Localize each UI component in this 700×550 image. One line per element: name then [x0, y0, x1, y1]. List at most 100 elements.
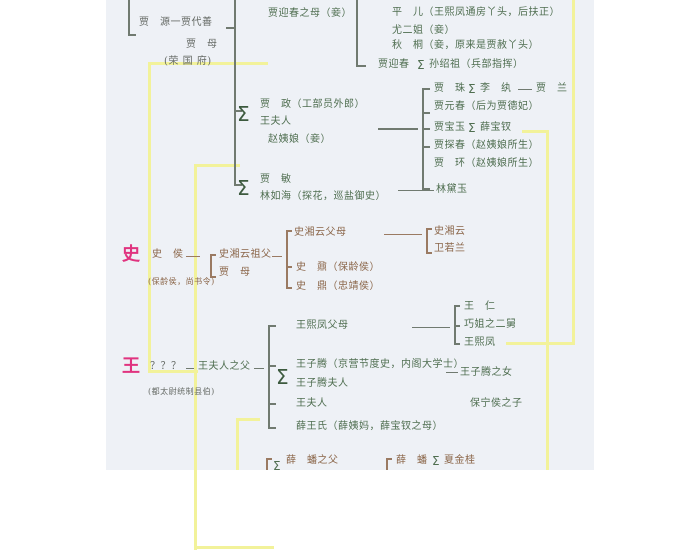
link-line-baochai-h	[522, 130, 549, 133]
tree-line	[268, 325, 276, 327]
tree-trunk	[234, 0, 236, 186]
tree-line	[454, 343, 460, 345]
marriage-icon: Σ	[417, 58, 425, 72]
tree-line	[454, 305, 460, 307]
wang-ziteng-node: 王子腾（京营节度史，内阁大学士）	[296, 359, 464, 370]
shi-hou-node: 史 侯	[152, 249, 184, 260]
tree-line	[412, 327, 450, 328]
tree-line	[186, 256, 200, 257]
link-line-xifeng	[572, 0, 575, 344]
tree-line	[446, 372, 458, 373]
tree-line	[266, 458, 268, 470]
baoning-son-node: 保宁侯之子	[470, 398, 523, 409]
link-line-jiamu-h	[148, 62, 268, 65]
wang-unknown-node: ？？？	[150, 361, 182, 372]
tree-line	[286, 287, 292, 289]
jia-huan-node: 贾 环（赵姨娘所生）	[434, 158, 539, 169]
link-line-baochai	[546, 130, 549, 470]
tree-line	[286, 230, 292, 232]
wang-ziteng-daughter-node: 王子腾之女	[460, 367, 513, 378]
link-line-xue	[236, 418, 239, 470]
tree-line	[286, 266, 292, 268]
tree-line	[234, 110, 242, 112]
family-label-shi: 史	[122, 244, 141, 265]
link-line-wangfuren	[194, 164, 197, 550]
li-wan-node: 李 纨	[480, 83, 512, 94]
shi-xiangyun-node: 史湘云	[434, 226, 466, 237]
lady-wang-wang-node: 王夫人	[296, 398, 328, 409]
tree-line	[422, 188, 430, 190]
link-line-xifeng-h	[506, 342, 575, 345]
tree-line	[422, 88, 430, 90]
tree-line	[128, 34, 136, 36]
xiangyun-parents-node: 史湘云父母	[294, 227, 347, 238]
tree-line	[268, 365, 276, 367]
tree-line	[422, 88, 424, 190]
concubine-zhao-node: 赵姨娘（妾）	[268, 134, 331, 145]
lady-wang-father-node: 王夫人之父	[198, 361, 251, 372]
marriage-icon: Σ	[276, 365, 289, 389]
tree-line	[234, 184, 242, 186]
family-tree-panel: 贾 源一贾代善 贾 母 (荣 国 府) 贾迎春之母（妾） 平 儿（王熙凤通房丫头…	[106, 0, 594, 550]
wei-ruolan-node: 卫若兰	[434, 243, 466, 254]
xue-pan-father-node: 薛 蟠之父	[286, 455, 339, 466]
xifeng-parents-node: 王熙凤父母	[296, 320, 349, 331]
marriage-icon: Σ	[237, 176, 250, 200]
you-erjie-node: 尤二姐（妾）	[392, 25, 455, 36]
tree-line	[356, 0, 358, 66]
tree-line	[398, 190, 434, 191]
xiangyun-grandfather-node: 史湘云祖父	[219, 249, 272, 260]
tree-line	[378, 128, 418, 130]
jia-tanchun-node: 贾探春（赵姨娘所生）	[434, 140, 539, 151]
tree-line	[128, 0, 130, 36]
jia-zhu-node: 贾 珠	[434, 83, 466, 94]
tree-line	[422, 128, 430, 130]
wang-ziteng-wife-node: 王子腾夫人	[296, 378, 349, 389]
jia-lan-node: 贾 兰	[536, 83, 568, 94]
sun-shaozu-node: 孙绍祖（兵部指挥）	[429, 59, 524, 70]
tree-line	[286, 230, 288, 288]
tree-line	[226, 27, 234, 29]
shi-nai-node: 史 鼐（保龄侯）	[296, 262, 380, 273]
tree-line	[422, 112, 430, 114]
shi-jiamu-node: 贾 母	[219, 267, 251, 278]
link-line-wangfuren-h	[194, 164, 240, 167]
xue-pan-node: 薛 蟠	[396, 455, 428, 466]
tree-line	[266, 458, 272, 460]
tree-line	[422, 146, 430, 148]
jia-baoyu-node: 贾宝玉	[434, 122, 466, 133]
tree-trunk	[268, 325, 270, 429]
wang-xifeng-node: 王熙凤	[464, 337, 496, 348]
tree-line	[356, 65, 366, 67]
marriage-icon: Σ	[468, 121, 476, 135]
xue-baochai-node: 薛宝钗	[480, 122, 512, 133]
marriage-icon: Σ	[432, 454, 440, 468]
marriage-icon: Σ	[237, 102, 250, 126]
lady-wang-node: 王夫人	[260, 116, 292, 127]
tree-line	[210, 254, 216, 256]
tree-line	[272, 256, 282, 257]
lin-ruhai-node: 林如海（探花，巡盐御史）	[260, 191, 386, 202]
shi-hou-note: (保龄侯，尚书令)	[148, 277, 215, 286]
link-line-jiamu	[148, 62, 151, 372]
tree-line	[426, 228, 432, 230]
ping-er-node: 平 儿（王熙凤通房丫头，后扶正）	[392, 7, 560, 18]
marriage-icon: Σ	[468, 82, 476, 96]
shi-ding-node: 史 鼎（忠靖侯）	[296, 281, 380, 292]
jia-yingchun-node: 贾迎春	[378, 59, 410, 70]
tree-line	[518, 89, 532, 90]
jia-zheng-node: 贾 政（工部员外郎）	[260, 99, 365, 110]
aunt-xue-node: 薛王氏（薛姨妈，薛宝钗之母）	[296, 421, 443, 432]
tree-line	[384, 234, 422, 235]
tree-line	[210, 254, 212, 278]
wang-note: (都太尉统制县伯)	[148, 387, 215, 396]
xia-jingui-node: 夏金桂	[444, 455, 476, 466]
tree-line	[186, 368, 194, 369]
qiu-tong-node: 秋 桐（妾，原来是贾赦丫头）	[392, 40, 539, 51]
jia-mu-note: (荣 国 府)	[164, 56, 212, 67]
family-label-wang: 王	[122, 356, 141, 377]
yingchun-mother-node: 贾迎春之母（妾）	[268, 8, 352, 19]
tree-line	[454, 325, 460, 327]
jia-yuan-node: 贾 源一贾代善	[139, 17, 213, 28]
tree-line	[426, 228, 428, 254]
